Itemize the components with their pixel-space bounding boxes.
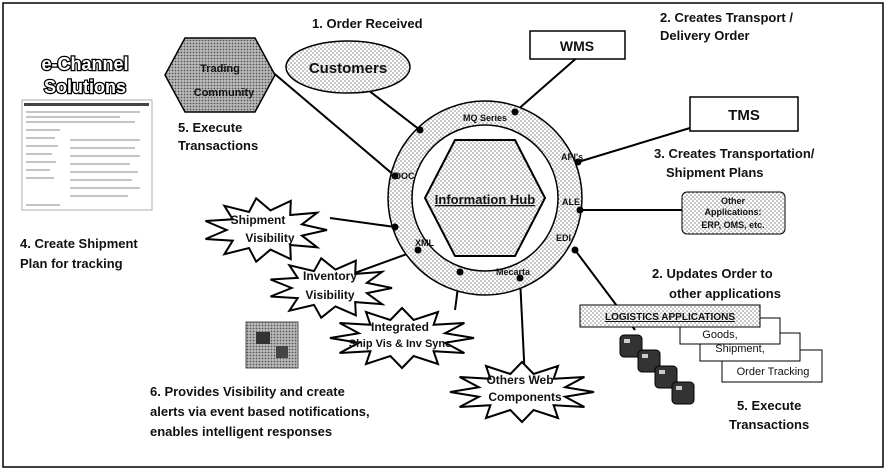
burst-1-label-2: Visibility [245,231,294,245]
starburst-group [205,196,595,424]
burst-2-label-1: Inventory [303,269,357,283]
logistics-applications-stack [579,304,823,383]
step-3-line-2: Shipment Plans [666,165,764,180]
step-4-line-2: Plan for tracking [20,256,123,271]
step-5a-line-1: 5. Execute [178,120,242,135]
hub-title: Information Hub [435,192,535,207]
connector-dots [391,108,584,282]
other-applications-node [681,191,786,235]
logistics-item-shipment: Shipment, [715,343,765,355]
other-applications-label-1: Other [721,196,746,206]
customers-node [285,40,411,94]
document-thumbnail [21,99,153,211]
step-6-line-2: alerts via event based notifications, [150,404,370,419]
step-2a-line-2: Delivery Order [660,28,750,43]
database-icons [619,334,695,405]
image-tile [245,321,299,369]
hub-hexagon [423,139,547,257]
step-6-line-3: enables intelligent responses [150,424,332,439]
echannel-logo-1: e-Channel [41,54,128,74]
step-1-order-received: 1. Order Received [312,16,423,31]
burst-3-label-1: Integrated [371,320,429,334]
tms-node [689,96,799,132]
trading-community-label-2: Community [194,87,255,99]
burst-shipment-visibility [205,196,328,264]
customers-label: Customers [309,60,387,77]
logistics-item-goods: Goods, [702,329,737,341]
burst-integrated-sync [329,306,475,370]
echannel-logo-2: Solutions [44,77,126,97]
connector-xml: XML [415,238,435,248]
step-5a-line-2: Transactions [178,138,258,153]
burst-4-label-2: Components [488,390,562,404]
burst-4-label-1: Others Web [486,373,553,387]
other-applications-label-2: Applications: [704,207,761,217]
logistics-item-order-tracking: Order Tracking [737,366,810,378]
wms-node [529,30,626,60]
step-2a-line-1: 2. Creates Transport / [660,10,793,25]
burst-others-web-components [449,360,595,424]
connector-mecarta: Mecarta [496,267,531,277]
trading-community-label-1: Trading [200,63,240,75]
connector-apis: API's [561,152,583,162]
burst-1-label-1: Shipment [231,213,286,227]
step-5b-line-2: Transactions [729,417,809,432]
connector-ale: ALE [562,197,580,207]
connector-edi: EDI [556,233,571,243]
step-2b-line-1: 2. Updates Order to [652,266,773,281]
other-applications-label-3: ERP, OMS, etc. [701,220,764,230]
step-3-line-1: 3. Creates Transportation/ [654,146,815,161]
step-4-line-1: 4. Create Shipment [20,236,138,251]
wms-label: WMS [560,38,594,54]
connector-mq-series: MQ Series [463,113,507,123]
connector-idoc: IDOC [392,171,415,181]
step-2b-line-2: other applications [669,286,781,301]
burst-3-label-2: Ship Vis & Inv Sync [349,338,452,350]
step-5b-line-1: 5. Execute [737,398,801,413]
burst-inventory-visibility [270,256,393,320]
trading-community-node [164,37,276,113]
tms-label: TMS [728,107,760,124]
burst-2-label-2: Visibility [305,288,354,302]
logistics-applications-title: LOGISTICS APPLICATIONS [605,312,735,323]
step-6-line-1: 6. Provides Visibility and create [150,384,345,399]
